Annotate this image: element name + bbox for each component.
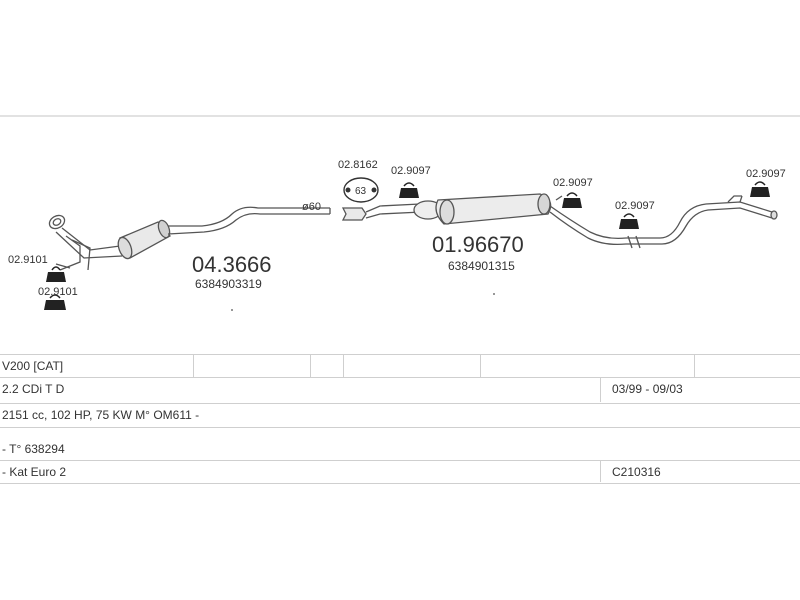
column-divider bbox=[694, 355, 695, 377]
vehicle-spec-table: V200 [CAT] 2.2 CDi T D 03/99 - 09/03 215… bbox=[0, 354, 800, 484]
specs-cell: 2151 cc, 102 HP, 75 KW M° OM611 - bbox=[2, 408, 200, 422]
oe-number: 6384901315 bbox=[448, 259, 515, 273]
exhaust-diagram: 02.9101 02.9101 04.3666 6384903319 ø60 0… bbox=[0, 115, 800, 311]
part-label: 02.9097 bbox=[615, 200, 655, 212]
front-pipe-cat-drawing[interactable] bbox=[47, 206, 331, 271]
column-divider bbox=[600, 378, 601, 402]
gasket-icon[interactable] bbox=[343, 177, 379, 203]
hanger-icon[interactable] bbox=[562, 192, 582, 208]
part-label: 02.8162 bbox=[338, 159, 378, 171]
column-divider bbox=[193, 355, 194, 377]
emission-cell: - Kat Euro 2 bbox=[2, 465, 67, 479]
pipe-diameter-label: ø60 bbox=[302, 201, 321, 213]
type-cell: - T° 638294 bbox=[2, 442, 65, 456]
part-number: 01.96670 bbox=[432, 232, 524, 257]
part-label: 02.9097 bbox=[391, 165, 431, 177]
clamp-icon[interactable] bbox=[46, 266, 66, 282]
clamp-icon[interactable] bbox=[44, 294, 66, 310]
model-cell: V200 [CAT] bbox=[2, 359, 64, 373]
gasket-badge: 63 bbox=[355, 186, 367, 197]
part-label: 02.9101 bbox=[8, 254, 48, 266]
reference-cell: C210316 bbox=[612, 465, 661, 479]
part-number: 04.3666 bbox=[192, 252, 272, 277]
part-label: 02.9097 bbox=[746, 168, 786, 180]
table-row: 2151 cc, 102 HP, 75 KW M° OM611 - bbox=[0, 404, 800, 428]
column-divider bbox=[310, 355, 311, 377]
hanger-icon[interactable] bbox=[619, 213, 639, 229]
hanger-icon[interactable] bbox=[750, 181, 770, 197]
rear-silencer-drawing[interactable] bbox=[341, 193, 778, 249]
part-label: 02.9097 bbox=[553, 177, 593, 189]
table-row: V200 [CAT] bbox=[0, 354, 800, 378]
column-divider bbox=[343, 355, 344, 377]
table-row: 2.2 CDi T D 03/99 - 09/03 bbox=[0, 378, 800, 404]
marker-dot bbox=[231, 309, 233, 311]
engine-cell: 2.2 CDi T D bbox=[2, 382, 65, 396]
part-label: 02.9101 bbox=[38, 286, 78, 298]
column-divider bbox=[480, 355, 481, 377]
date-range-cell: 03/99 - 09/03 bbox=[612, 382, 683, 396]
hanger-icon[interactable] bbox=[399, 182, 419, 198]
table-row: - T° 638294 bbox=[0, 438, 800, 461]
marker-dot bbox=[493, 293, 495, 295]
oe-number: 6384903319 bbox=[195, 277, 262, 291]
table-row: - Kat Euro 2 C210316 bbox=[0, 461, 800, 484]
column-divider bbox=[600, 461, 601, 482]
